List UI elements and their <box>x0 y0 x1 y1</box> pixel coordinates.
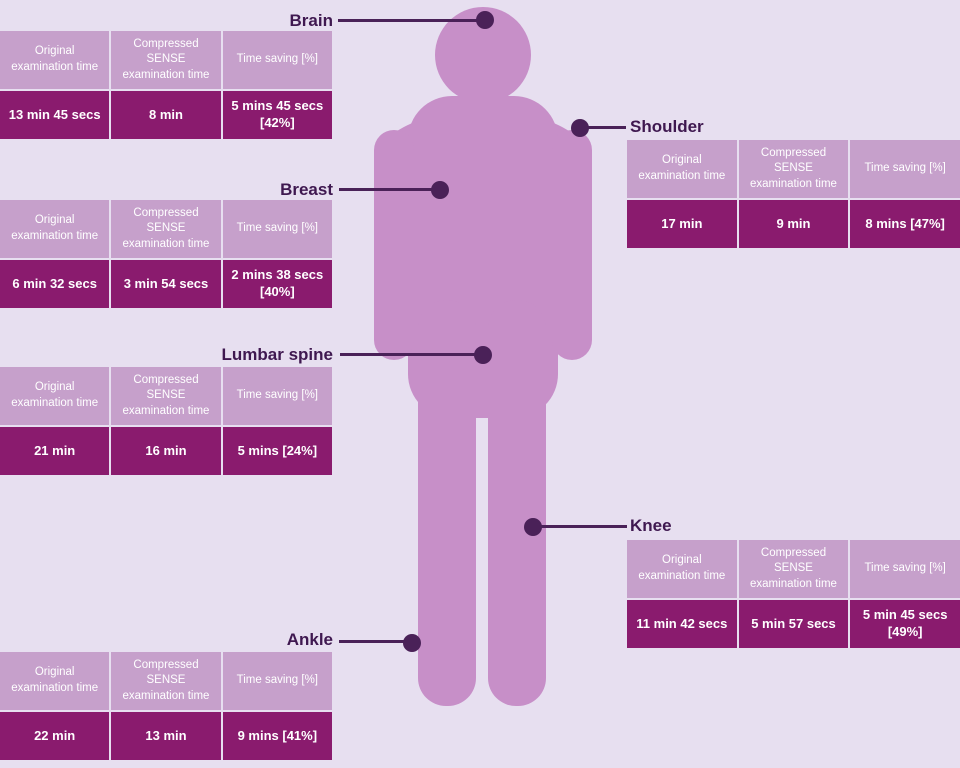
table-shoulder: Original examination time Compressed SEN… <box>627 140 960 248</box>
value-cell-knee-compressed: 5 min 57 secs <box>738 600 849 648</box>
header-cell-original-time: Original examination time <box>627 140 737 198</box>
value-cell-shoulder-original: 17 min <box>627 200 737 248</box>
head-shape <box>435 7 531 103</box>
header-cell-compressed-sense-time: Compressed SENSE examination time <box>111 652 221 710</box>
callout-label-brain: Brain <box>289 11 333 30</box>
value-cell-shoulder-compressed: 9 min <box>738 200 849 248</box>
callout-label-ankle: Ankle <box>286 630 333 649</box>
callout-label-breast: Breast <box>280 180 333 199</box>
callout-line-lumbar-spine <box>340 353 477 356</box>
header-cell-original-time: Original examination time <box>0 200 110 258</box>
value-cell-lumbar-compressed: 16 min <box>111 427 221 475</box>
header-cell-original-time: Original examination time <box>0 652 110 710</box>
value-cell-brain-original: 13 min 45 secs <box>0 91 110 139</box>
header-cell-time-saving: Time saving [%] <box>850 140 960 198</box>
callout-line-knee <box>535 525 627 528</box>
left-arm-shape <box>374 130 414 360</box>
value-cell-ankle-original: 22 min <box>0 712 110 760</box>
callout-label-knee: Knee <box>630 516 672 535</box>
value-cell-shoulder-saving: 8 mins [47%] <box>850 200 960 248</box>
callout-label-lumbar-spine: Lumbar spine <box>221 345 333 364</box>
header-cell-time-saving: Time saving [%] <box>850 540 960 598</box>
value-cell-breast-original: 6 min 32 secs <box>0 260 110 308</box>
value-cell-brain-compressed: 8 min <box>111 91 221 139</box>
callout-dot-breast <box>431 181 449 199</box>
header-cell-time-saving: Time saving [%] <box>222 652 332 710</box>
header-cell-time-saving: Time saving [%] <box>222 200 332 258</box>
human-body-silhouette <box>374 7 592 706</box>
value-cell-breast-compressed: 3 min 54 secs <box>111 260 221 308</box>
callout-line-ankle <box>339 640 407 643</box>
callout-line-shoulder <box>582 126 626 129</box>
header-cell-time-saving: Time saving [%] <box>222 367 332 425</box>
value-cell-knee-original: 11 min 42 secs <box>627 600 737 648</box>
header-cell-original-time: Original examination time <box>0 31 110 89</box>
header-cell-compressed-sense-time: Compressed SENSE examination time <box>738 140 849 198</box>
table-breast: Original examination time Compressed SEN… <box>0 200 332 308</box>
left-leg-shape <box>418 300 476 706</box>
callout-dot-lumbar-spine <box>474 346 492 364</box>
value-cell-brain-saving: 5 mins 45 secs [42%] <box>222 91 332 139</box>
header-cell-compressed-sense-time: Compressed SENSE examination time <box>111 200 221 258</box>
header-cell-original-time: Original examination time <box>627 540 737 598</box>
callout-line-breast <box>339 188 435 191</box>
value-cell-ankle-saving: 9 mins [41%] <box>222 712 332 760</box>
table-lumbar-spine: Original examination time Compressed SEN… <box>0 367 332 475</box>
callout-line-brain <box>338 19 478 22</box>
callout-label-shoulder: Shoulder <box>630 117 704 136</box>
value-cell-lumbar-original: 21 min <box>0 427 110 475</box>
callout-dot-knee <box>524 518 542 536</box>
header-cell-compressed-sense-time: Compressed SENSE examination time <box>738 540 849 598</box>
header-cell-time-saving: Time saving [%] <box>222 31 332 89</box>
value-cell-knee-saving: 5 min 45 secs [49%] <box>850 600 960 648</box>
table-ankle: Original examination time Compressed SEN… <box>0 652 332 760</box>
value-cell-lumbar-saving: 5 mins [24%] <box>222 427 332 475</box>
value-cell-ankle-compressed: 13 min <box>111 712 221 760</box>
right-leg-shape <box>488 300 546 706</box>
callout-dot-shoulder <box>571 119 589 137</box>
table-knee: Original examination time Compressed SEN… <box>627 540 960 648</box>
callout-dot-ankle <box>403 634 421 652</box>
callout-dot-brain <box>476 11 494 29</box>
header-cell-original-time: Original examination time <box>0 367 110 425</box>
header-cell-compressed-sense-time: Compressed SENSE examination time <box>111 367 221 425</box>
header-cell-compressed-sense-time: Compressed SENSE examination time <box>111 31 221 89</box>
table-brain: Original examination time Compressed SEN… <box>0 31 332 139</box>
right-arm-shape <box>552 130 592 360</box>
value-cell-breast-saving: 2 mins 38 secs [40%] <box>222 260 332 308</box>
